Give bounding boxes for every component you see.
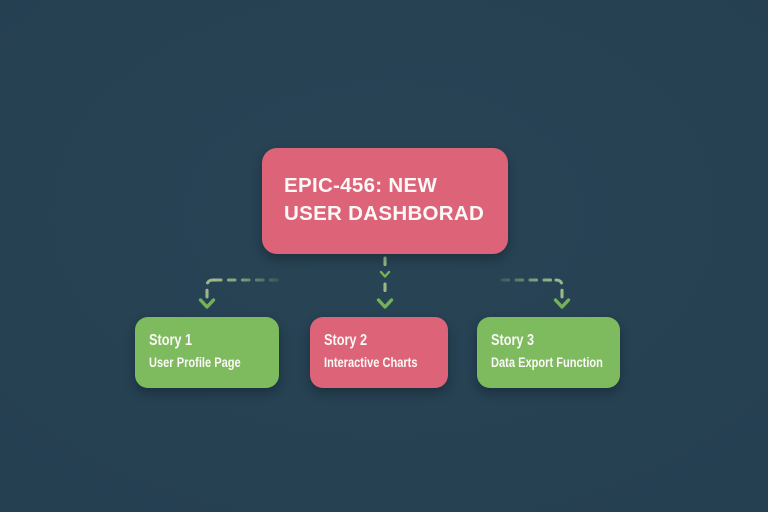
story-node-2[interactable]: Story 2 Interactive Charts [310,317,448,388]
story-title: Story 2 [324,331,368,349]
story-node-1[interactable]: Story 1 User Profile Page [135,317,279,388]
connector-epic-to-story2 [376,256,394,309]
epic-node[interactable]: EPIC-456: NEW USER DASHBORAD [262,148,508,254]
story-subtitle: Interactive Charts [324,354,418,370]
connector-epic-to-story1 [198,278,279,309]
story-node-3[interactable]: Story 3 Data Export Function [477,317,620,388]
story-title: Story 1 [149,331,193,349]
story-subtitle: User Profile Page [149,354,241,370]
story-subtitle: Data Export Function [491,354,603,370]
epic-label: EPIC-456: NEW USER DASHBORAD [284,173,485,225]
story-title: Story 3 [491,331,535,349]
connector-epic-to-story3 [500,278,571,309]
